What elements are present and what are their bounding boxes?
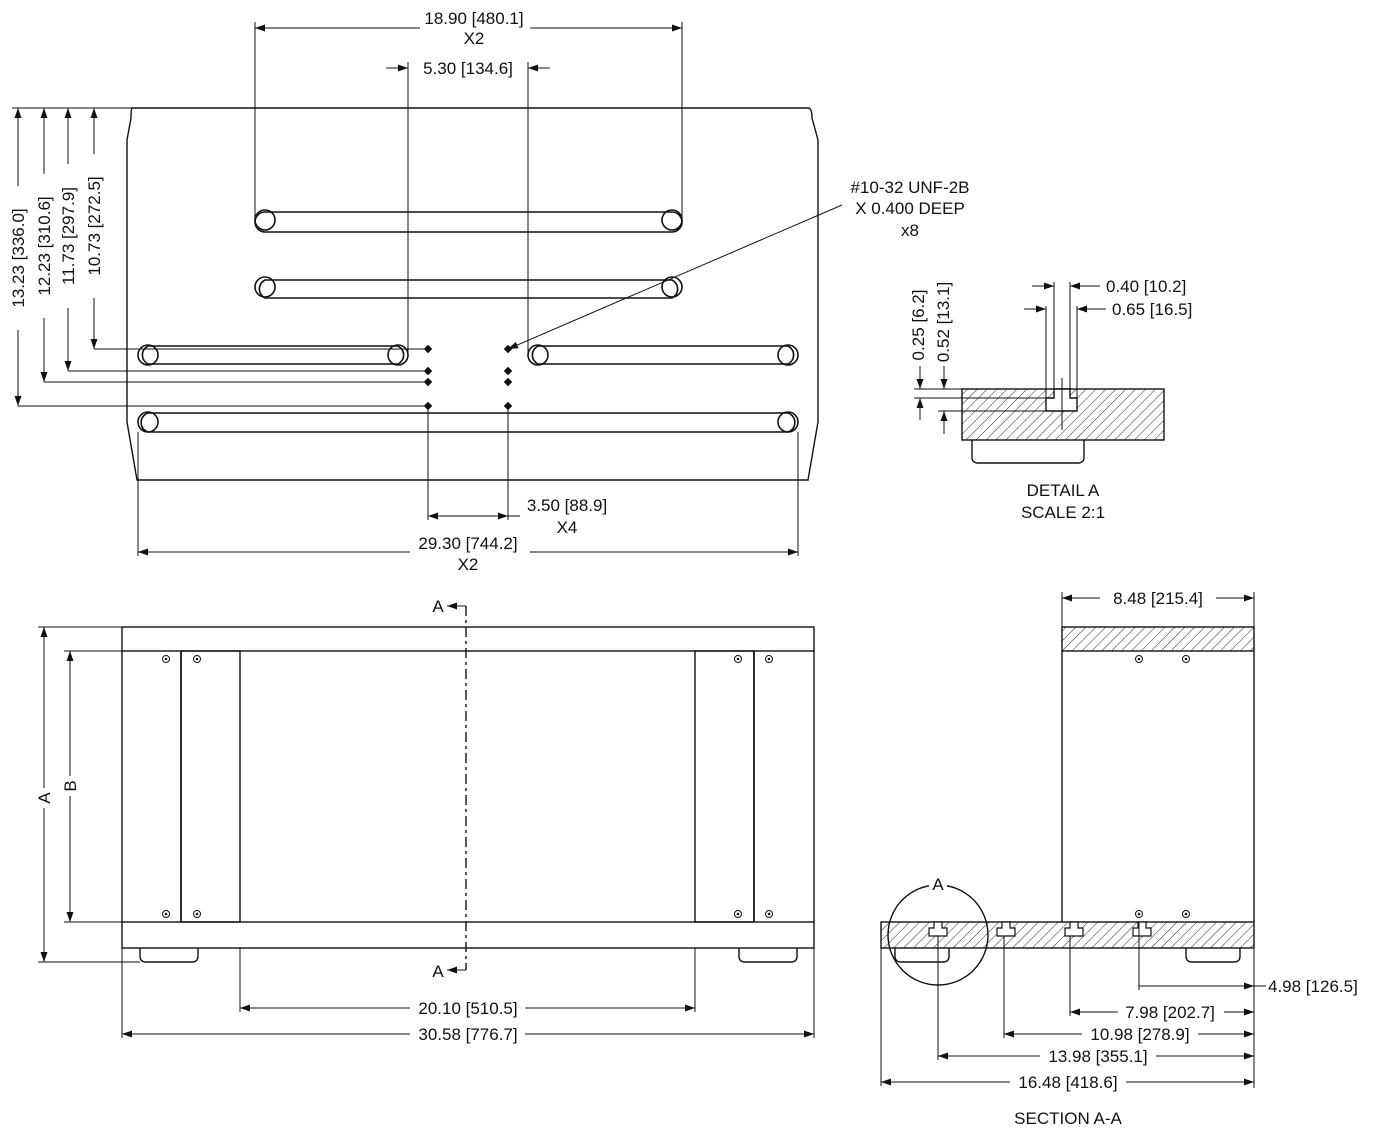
dim-overall-width: 30.58 [776.7]: [418, 1025, 517, 1044]
dim-overall-slot-qty: X2: [458, 555, 479, 574]
section-marker-bottom: A: [432, 962, 444, 981]
dim-detail-head-width: 0.65 [16.5]: [1112, 300, 1192, 319]
dim-section-top-width: 8.48 [215.4]: [1113, 589, 1203, 608]
top-view: 18.90 [480.1] X2 5.30 [134.6] 13.23 [336…: [9, 9, 970, 574]
dim-slot-length: 18.90 [480.1]: [424, 9, 523, 28]
detail-a-scale: SCALE 2:1: [1021, 503, 1105, 522]
dim-height-v4: 10.73 [272.5]: [85, 176, 104, 275]
front-left-panel: [180, 650, 241, 923]
slot-row-1: [254, 209, 683, 233]
slot-row-2: [254, 276, 683, 299]
front-top-plate: [121, 626, 815, 652]
front-screws: [162, 655, 773, 918]
dim-height-a: A: [35, 792, 54, 804]
dim-section-slot1: 7.98 [202.7]: [1125, 1003, 1215, 1022]
thread-note-line3: x8: [901, 221, 919, 240]
dim-detail-total-depth: 0.52 [13.1]: [934, 282, 953, 362]
detail-a-view: 0.40 [10.2] 0.65 [16.5] 0.25 [6.2] 0.52 …: [909, 277, 1192, 522]
slot-row-3-right: [527, 344, 799, 366]
dim-section-slot2: 10.98 [278.9]: [1090, 1025, 1189, 1044]
slot-row-3-left: [137, 344, 409, 366]
front-right-panel: [694, 650, 755, 923]
dim-overall-slot: 29.30 [744.2]: [418, 534, 517, 553]
section-marker-top: A: [432, 597, 444, 616]
detail-callout-label: A: [932, 875, 944, 894]
dim-hole-spacing-qty: X4: [557, 518, 578, 537]
section-view: A 8.48 [215.4] 4.98 [126.5] 7.98 [202.7]…: [880, 589, 1358, 1128]
dim-detail-slot-depth: 0.25 [6.2]: [909, 290, 928, 361]
detail-a-foot: [971, 440, 1085, 464]
dim-height-v3: 11.73 [297.9]: [59, 187, 78, 285]
dim-section-slot3: 13.98 [355.1]: [1048, 1047, 1147, 1066]
section-screws: [1135, 655, 1190, 918]
section-top-plate: [1061, 626, 1255, 652]
dim-slot-length-qty: X2: [464, 29, 485, 48]
dim-inner-width: 20.10 [510.5]: [418, 999, 517, 1018]
slot-row-4: [137, 411, 799, 433]
thread-note-line2: X 0.400 DEEP: [855, 199, 965, 218]
threaded-holes: [423, 344, 513, 411]
dim-section-foot-offset: 4.98 [126.5]: [1268, 977, 1358, 996]
section-tslots: [928, 921, 1152, 937]
dim-height-b: B: [61, 780, 80, 791]
dim-height-v2: 12.23 [310.6]: [35, 196, 54, 295]
dim-hole-spacing: 3.50 [88.9]: [527, 496, 607, 515]
section-foot-left: [894, 948, 950, 963]
front-foot-left: [139, 948, 199, 963]
front-bottom-plate: [121, 921, 815, 949]
detail-a-title: DETAIL A: [1027, 481, 1100, 500]
dim-section-overall: 16.48 [418.6]: [1018, 1073, 1117, 1092]
front-view: A A A B 20.10 [510.5] 30.58 [776.7]: [35, 597, 815, 1044]
front-foot-right: [738, 948, 798, 963]
section-foot-right: [1185, 948, 1241, 963]
dim-detail-slot-width: 0.40 [10.2]: [1106, 277, 1186, 296]
section-title: SECTION A-A: [1014, 1109, 1122, 1128]
top-view-outline: [126, 107, 819, 481]
dim-height-v1: 13.23 [336.0]: [9, 208, 28, 307]
thread-note-line1: #10-32 UNF-2B: [850, 178, 969, 197]
dim-slot-gap: 5.30 [134.6]: [423, 59, 513, 78]
